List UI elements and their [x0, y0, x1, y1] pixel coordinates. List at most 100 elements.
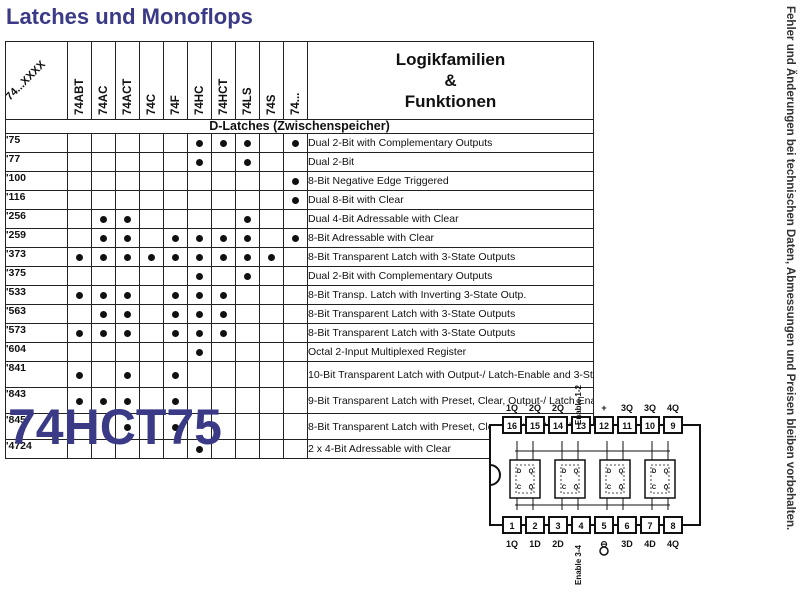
availability-cell [67, 190, 92, 210]
availability-dot [100, 292, 107, 299]
availability-cell [283, 228, 308, 248]
availability-cell [259, 133, 284, 153]
description-header-line2: & [444, 71, 457, 90]
availability-dot [124, 371, 131, 379]
availability-cell [187, 413, 212, 440]
availability-cell [259, 439, 284, 459]
availability-dot [244, 216, 251, 223]
pin-number: 1 [509, 521, 514, 531]
pin-number: 15 [530, 421, 540, 431]
availability-cell [67, 209, 92, 229]
availability-cell [115, 152, 140, 172]
pin-number: 7 [647, 521, 652, 531]
availability-cell [235, 342, 260, 362]
availability-cell [187, 387, 212, 414]
availability-dot [244, 235, 251, 242]
availability-cell [187, 266, 212, 286]
pin-box [617, 516, 637, 534]
availability-dot [268, 254, 275, 261]
function-description: 8-Bit Adressable with Clear [307, 228, 594, 248]
availability-cell [139, 304, 164, 324]
availability-cell [67, 133, 92, 153]
availability-cell [211, 133, 236, 153]
availability-cell [67, 285, 92, 305]
availability-cell [211, 190, 236, 210]
availability-cell [235, 304, 260, 324]
availability-cell [211, 413, 236, 440]
pin-number: 6 [624, 521, 629, 531]
availability-cell [283, 387, 308, 414]
availability-cell [91, 133, 116, 153]
availability-dot [196, 311, 203, 318]
availability-dot [220, 235, 227, 242]
availability-dot [196, 446, 203, 453]
availability-cell [91, 228, 116, 248]
ground-symbol [599, 546, 609, 556]
availability-cell [115, 323, 140, 343]
pin-box [594, 516, 614, 534]
function-description: 10-Bit Transparent Latch with Output-/ L… [307, 361, 594, 388]
pin-box [525, 416, 545, 434]
availability-cell [235, 413, 260, 440]
availability-dot [196, 330, 203, 337]
latch-label: D [652, 469, 657, 475]
availability-cell [235, 266, 260, 286]
availability-cell [91, 387, 116, 414]
availability-cell [163, 266, 188, 286]
function-description: 8-Bit Negative Edge Triggered [307, 171, 594, 191]
availability-cell [187, 133, 212, 153]
availability-dot [172, 254, 179, 261]
description-header: Logikfamilien & Funktionen [307, 41, 594, 120]
latch-inner [650, 464, 670, 494]
availability-dot [244, 273, 251, 280]
availability-cell [91, 209, 116, 229]
pin-number: 12 [599, 421, 609, 431]
availability-cell [259, 323, 284, 343]
availability-dot [292, 140, 299, 147]
availability-cell [67, 266, 92, 286]
availability-cell [187, 323, 212, 343]
family-header: 74... [283, 41, 308, 120]
availability-dot [76, 397, 83, 405]
availability-cell [139, 133, 164, 153]
availability-dot [100, 397, 107, 405]
availability-cell [163, 133, 188, 153]
availability-cell [283, 323, 308, 343]
availability-cell [259, 285, 284, 305]
type-code: '77 [5, 152, 68, 172]
availability-cell [259, 228, 284, 248]
description-header-line3: Funktionen [404, 92, 497, 111]
latch-label: C [607, 485, 612, 491]
availability-dot [220, 140, 227, 147]
availability-dot [196, 273, 203, 280]
availability-dot [172, 330, 179, 337]
pin-number: 2 [532, 521, 537, 531]
availability-cell [259, 190, 284, 210]
availability-cell [139, 228, 164, 248]
availability-cell [163, 190, 188, 210]
pin-box [571, 516, 591, 534]
pin-label: 2Q [529, 403, 541, 413]
availability-cell [187, 361, 212, 388]
availability-cell [283, 266, 308, 286]
availability-dot [244, 159, 251, 166]
availability-cell [115, 228, 140, 248]
availability-cell [259, 304, 284, 324]
family-label: 74... [289, 92, 302, 115]
availability-cell [235, 152, 260, 172]
latch-label: D [562, 469, 567, 475]
latch-inner [515, 464, 535, 494]
availability-cell [235, 247, 260, 267]
pin-box [571, 416, 591, 434]
availability-cell [163, 171, 188, 191]
availability-cell [211, 247, 236, 267]
availability-cell [163, 209, 188, 229]
availability-cell [139, 342, 164, 362]
function-description: Dual 2-Bit with Complementary Outputs [307, 133, 594, 153]
availability-cell [67, 228, 92, 248]
availability-cell [139, 361, 164, 388]
availability-cell [91, 171, 116, 191]
